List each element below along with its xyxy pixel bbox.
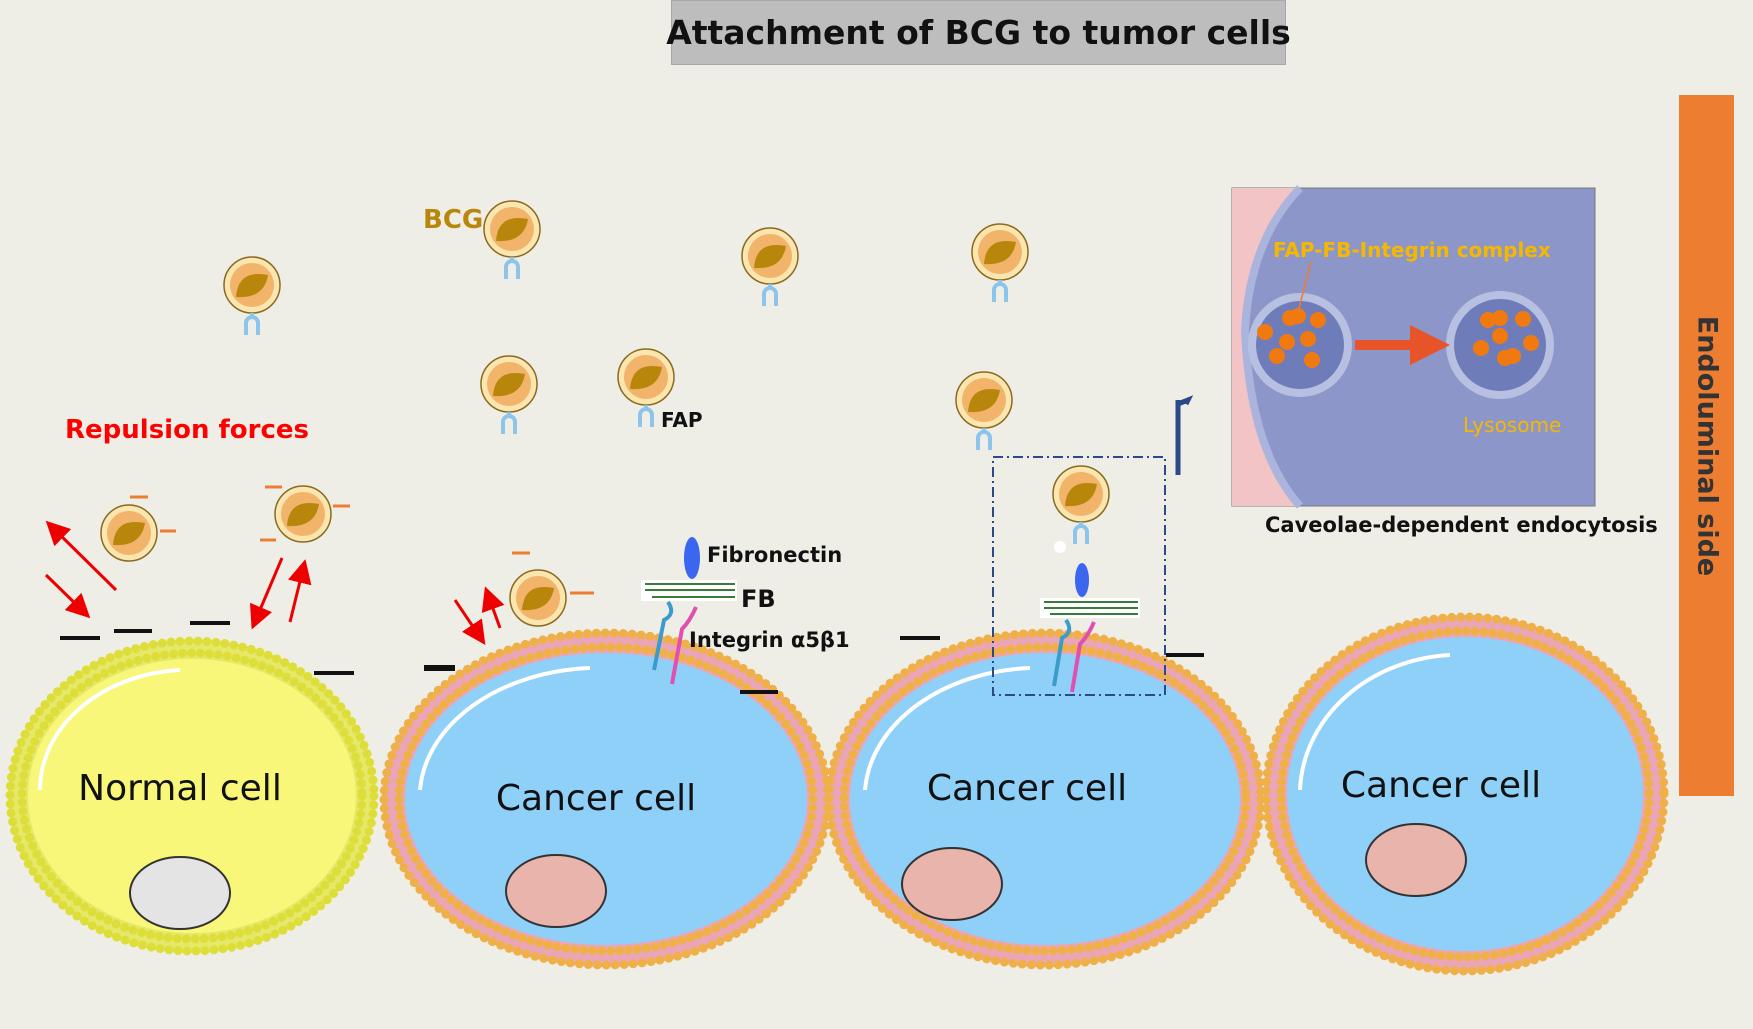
fap-label: FAP (661, 408, 703, 432)
bcg-icon (100, 504, 158, 562)
bcg-icon (223, 256, 281, 335)
page-title: Attachment of BCG to tumor cells (666, 0, 1291, 65)
cancer-cell-1 (379, 628, 833, 970)
nucleus (1365, 823, 1467, 897)
endocytosis-caption: Caveolae-dependent endocytosis (1265, 513, 1658, 537)
fb-label: FB (741, 585, 776, 613)
bcg-icon (617, 348, 675, 427)
nucleus (129, 856, 231, 930)
bcg-label: BCG (423, 205, 484, 235)
integrin-label: Integrin α5β1 (689, 628, 850, 652)
nucleus (505, 854, 607, 928)
highlight-box (992, 456, 1166, 696)
bcg-icon (509, 569, 567, 627)
fap-fb-integrin-2 (1040, 541, 1140, 693)
integrin-beta-icon (670, 606, 698, 685)
cancer-cell-label-3: Cancer cell (1340, 765, 1542, 806)
positive-charges (130, 485, 594, 595)
bcg-icon (483, 200, 541, 279)
repulsion-arrows (44, 520, 505, 645)
endocytosis-inset (1231, 185, 1596, 509)
zoom-bracket-icon (1175, 395, 1194, 475)
cancer-cell-label-1: Cancer cell (495, 778, 697, 819)
lysosome-label: Lysosome (1463, 413, 1562, 437)
cancer-cell-2 (824, 628, 1266, 970)
bcg-icon (480, 355, 538, 434)
fibronectin-icon (684, 537, 700, 579)
fap-fb-integrin-1 (641, 537, 737, 685)
bcg-icon (955, 371, 1013, 450)
complex-label: FAP-FB-Integrin complex (1273, 238, 1551, 262)
normal-cell (5, 636, 379, 956)
endoluminal-side-bar: Endoluminal side (1679, 95, 1734, 796)
normal-cell-label: Normal cell (78, 768, 282, 809)
side-label: Endoluminal side (1691, 315, 1722, 576)
repulsion-forces-label: Repulsion forces (65, 415, 310, 445)
fibronectin-label: Fibronectin (707, 543, 843, 567)
bcg-icon (1052, 465, 1110, 544)
bcg-icon (274, 485, 332, 543)
nucleus (901, 847, 1003, 921)
integrin-alpha-icon (652, 600, 674, 671)
fb-icon (645, 583, 735, 598)
bcg-icon (741, 227, 799, 306)
bcg-icon (971, 223, 1029, 302)
negative-charges (60, 621, 1204, 694)
bcg-bacteria (100, 200, 1110, 627)
cancer-cell-3 (1261, 612, 1669, 976)
cancer-cell-label-2: Cancer cell (926, 768, 1128, 809)
